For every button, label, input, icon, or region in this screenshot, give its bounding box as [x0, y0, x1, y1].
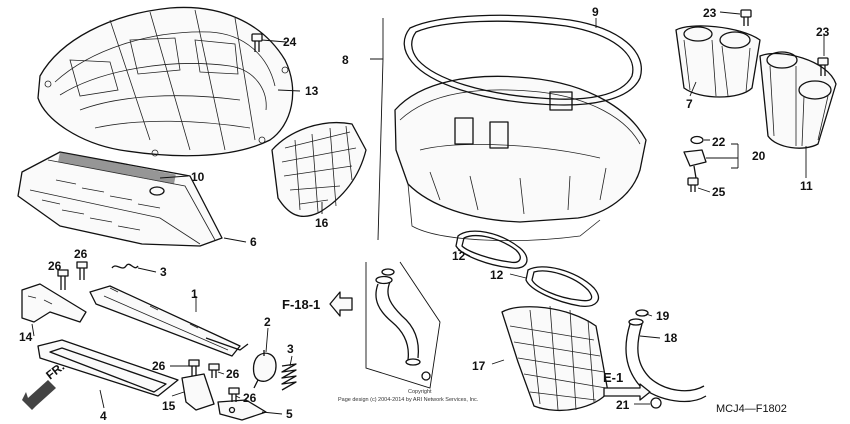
callout-1: 1 — [191, 287, 198, 301]
callout-25: 25 — [712, 185, 726, 199]
callout-24: 24 — [283, 35, 297, 49]
case-gasket — [403, 14, 642, 106]
air-cleaner-cover — [37, 6, 294, 157]
callout-15: 15 — [162, 399, 176, 413]
clamp-21 — [650, 397, 662, 409]
intake-duct — [271, 122, 367, 217]
callout-19: 19 — [656, 309, 670, 323]
callout-16: 16 — [315, 216, 329, 230]
tube-detail-view — [365, 261, 441, 389]
callout-5: 5 — [286, 407, 293, 421]
reference-arrow-f18 — [329, 291, 353, 317]
callout-18: 18 — [664, 331, 678, 345]
callout-22: 22 — [712, 135, 726, 149]
callout-23-left: 23 — [703, 6, 717, 20]
air-funnel-right — [759, 51, 837, 149]
callout-9: 9 — [592, 5, 599, 19]
bracket-15 — [181, 373, 215, 411]
callout-26-e: 26 — [243, 391, 257, 405]
callout-6: 6 — [250, 235, 257, 249]
callout-23-right: 23 — [816, 25, 830, 39]
bolt-23-left — [740, 9, 752, 26]
sub-frame-1 — [89, 285, 249, 357]
gasket-12-lower — [525, 266, 599, 307]
callout-26-b: 26 — [74, 247, 88, 261]
callout-2: 2 — [264, 315, 271, 329]
spring-3-lower — [281, 363, 297, 391]
callout-numbers: 1 2 3 3 4 5 6 7 8 9 10 11 12 12 13 14 15… — [19, 5, 830, 423]
bracket-14 — [21, 283, 87, 323]
plate-4 — [37, 339, 179, 397]
air-funnel-left — [675, 25, 761, 98]
plate-5 — [217, 399, 267, 421]
callout-17: 17 — [472, 359, 486, 373]
callout-13: 13 — [305, 84, 319, 98]
callout-10: 10 — [191, 170, 205, 184]
callout-8: 8 — [342, 53, 349, 67]
spring-3-upper — [111, 263, 139, 269]
callout-3-upper: 3 — [160, 265, 167, 279]
lower-intake-duct — [501, 305, 609, 412]
bolts-26 — [57, 261, 240, 402]
valve-2 — [252, 350, 277, 389]
callout-14: 14 — [19, 330, 33, 344]
clip-19 — [635, 309, 649, 317]
callout-7: 7 — [686, 97, 693, 111]
callout-3-lower: 3 — [287, 342, 294, 356]
sensor-assembly — [683, 135, 707, 192]
diagram-code: MCJ4—F1802 — [716, 403, 787, 415]
bolt-24 — [251, 33, 263, 52]
callout-4: 4 — [100, 409, 107, 423]
callout-26-a: 26 — [48, 259, 62, 273]
front-direction-arrow — [22, 380, 56, 410]
callout-20: 20 — [752, 149, 766, 163]
callout-12-lower: 12 — [490, 268, 504, 282]
callout-11: 11 — [800, 179, 813, 193]
copyright-line-2: Page design (c) 2004-2014 by ARI Network… — [338, 397, 479, 403]
reference-e1-label: E-1 — [603, 370, 623, 385]
gasket-12-upper — [455, 230, 528, 269]
bolt-23-right — [817, 57, 829, 76]
copyright-line-1: Copyright — [408, 389, 432, 395]
callout-12-upper: 12 — [452, 249, 466, 263]
air-filter-element — [17, 151, 223, 247]
leader-lines — [31, 18, 825, 415]
reference-f18-label: F-18-1 — [282, 297, 320, 312]
callout-21: 21 — [616, 398, 630, 412]
bolt-leaders — [170, 11, 741, 399]
callout-26-d: 26 — [226, 367, 240, 381]
callout-26-c: 26 — [152, 359, 166, 373]
air-cleaner-case — [394, 75, 647, 241]
reference-arrow-e1 — [603, 383, 651, 401]
